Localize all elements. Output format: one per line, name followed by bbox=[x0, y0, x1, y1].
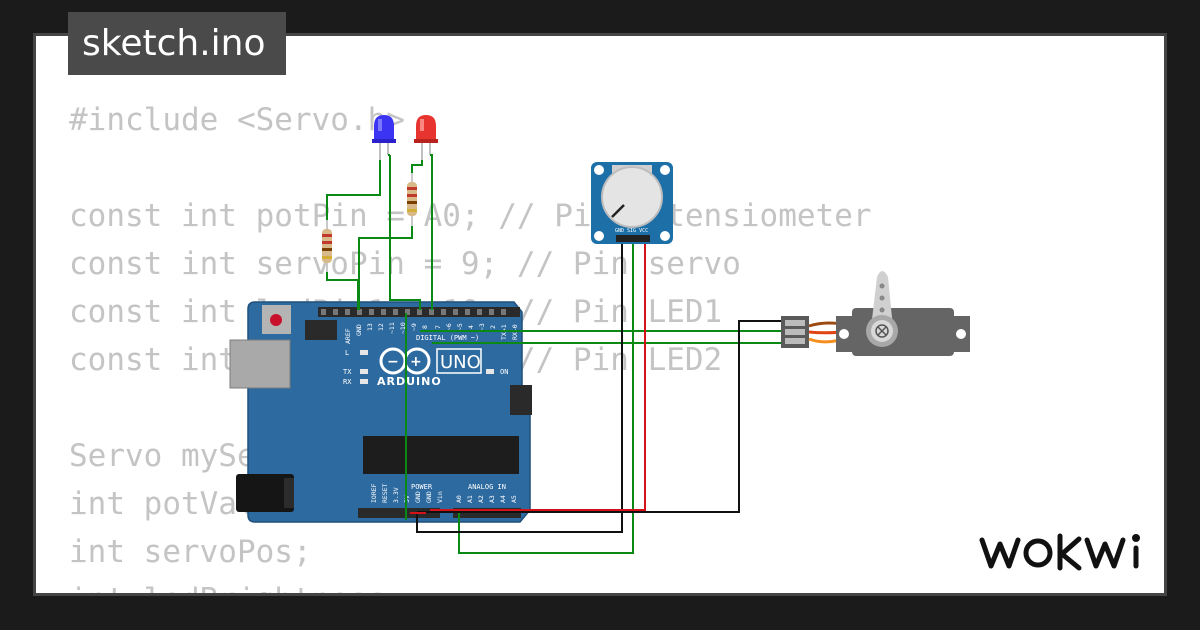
arduino-board[interactable]: − + UNO ARDUINO DIGITAL (PWM ~) POWER AN… bbox=[229, 301, 532, 523]
power-header bbox=[358, 508, 440, 518]
pin-label: 2 bbox=[489, 325, 497, 329]
resistor-1[interactable] bbox=[322, 220, 332, 272]
usb-port bbox=[229, 339, 291, 389]
tx-label: TX bbox=[343, 368, 352, 376]
servo-motor[interactable] bbox=[781, 271, 970, 356]
led-red[interactable] bbox=[414, 115, 438, 160]
pin-label: AREF bbox=[344, 328, 352, 344]
file-name-tab[interactable]: sketch.ino bbox=[68, 12, 286, 75]
pin-label: TX→1 bbox=[500, 324, 508, 340]
pin-label: Vin bbox=[436, 491, 444, 503]
pin-label: A3 bbox=[488, 495, 496, 503]
wires-green bbox=[326, 154, 781, 554]
pin-label: 4 bbox=[467, 325, 475, 329]
board-model: UNO bbox=[440, 352, 481, 373]
pin-label: ~10 bbox=[399, 322, 407, 334]
svg-text:−: − bbox=[387, 354, 399, 370]
rx-label: RX bbox=[343, 378, 352, 386]
on-label: ON bbox=[500, 368, 508, 376]
pin-label: GND bbox=[414, 491, 422, 503]
pin-label: A5 bbox=[510, 495, 518, 503]
pin-label: RESET bbox=[381, 483, 389, 503]
power-jack bbox=[236, 474, 294, 512]
pin-label: 7 bbox=[434, 325, 442, 329]
pin-label: ~6 bbox=[445, 323, 453, 331]
pin-label: IOREF bbox=[370, 483, 378, 503]
wokwi-logo[interactable] bbox=[976, 526, 1150, 576]
wires-black bbox=[416, 237, 781, 533]
pin-label: GND bbox=[355, 324, 363, 336]
led-blue[interactable] bbox=[372, 115, 396, 160]
potentiometer-knob[interactable] bbox=[601, 166, 663, 228]
power-label: POWER bbox=[411, 483, 433, 491]
pin-label: 13 bbox=[366, 323, 374, 331]
pin-label: GND bbox=[425, 491, 433, 503]
pin-label: 3.3V bbox=[392, 487, 400, 503]
digital-label: DIGITAL (PWM ~) bbox=[416, 334, 479, 342]
code-line: int servoPos; bbox=[69, 534, 312, 570]
pot-pin-label: GND SIG VCC bbox=[615, 228, 648, 234]
pin-label: A0 bbox=[455, 495, 463, 503]
pin-label: A2 bbox=[477, 495, 485, 503]
preview-card: #include <Servo.h>const int potPin = A0;… bbox=[33, 33, 1167, 596]
pin-label: A4 bbox=[499, 495, 507, 503]
svg-text:+: + bbox=[410, 354, 422, 370]
microcontroller-chip bbox=[363, 436, 519, 474]
wires-red bbox=[410, 237, 646, 514]
pin-label: RX←0 bbox=[511, 324, 519, 340]
pin-label: 12 bbox=[377, 323, 385, 331]
pin-label: ~11 bbox=[388, 322, 396, 334]
pin-label: ~9 bbox=[410, 323, 418, 331]
icsp-header bbox=[305, 320, 532, 415]
board-brand: ARDUINO bbox=[377, 375, 442, 388]
pin-label: ~5 bbox=[456, 323, 464, 331]
code-line: int ledBrightness; bbox=[69, 576, 872, 593]
pin-label: 8 bbox=[421, 325, 429, 329]
pin-label: A1 bbox=[466, 495, 474, 503]
code-line: const int servoPin = 9; // Pin servo bbox=[69, 246, 741, 282]
resistor-2[interactable] bbox=[407, 173, 417, 226]
analog-label: ANALOG IN bbox=[468, 483, 506, 491]
l-label: L bbox=[345, 349, 349, 357]
potentiometer[interactable]: GND SIG VCC bbox=[591, 162, 673, 244]
pin-label: ~3 bbox=[478, 323, 486, 331]
